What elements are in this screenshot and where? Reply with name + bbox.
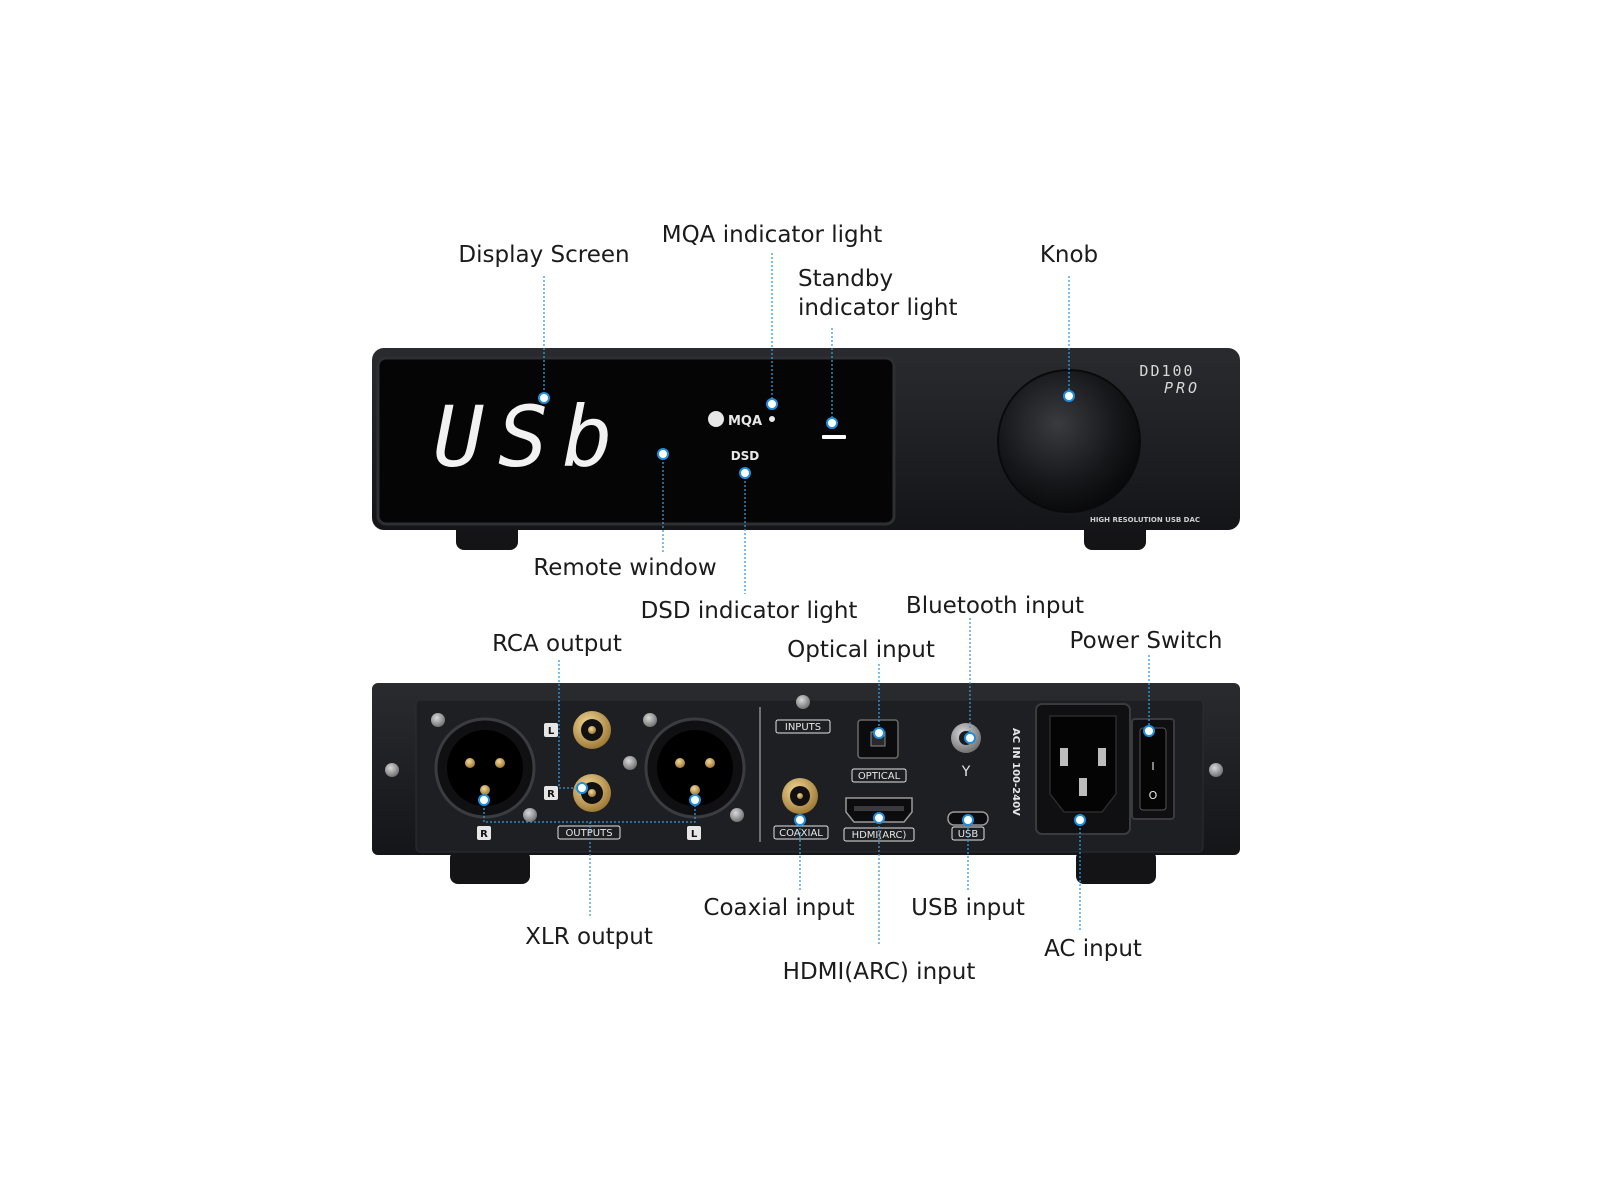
xlr-right-mark-box [477, 826, 491, 840]
callout-xlr-output: XLR output [525, 924, 653, 950]
screw-icon [643, 713, 657, 727]
screw-icon [730, 808, 744, 822]
rear-foot-right [1076, 850, 1156, 884]
dot-standby [826, 417, 838, 429]
dot-mqa [766, 398, 778, 410]
dot-knob [1063, 390, 1075, 402]
front-unit: USb MQA DSD DD100 PRO HIGH RESOLUTION US… [372, 348, 1240, 550]
model-line1: DD100 [1139, 362, 1194, 380]
callout-hdmi-input: HDMI(ARC) input [782, 959, 976, 985]
screw-icon [431, 713, 445, 727]
xlr-left-mark-box [687, 826, 701, 840]
optical-label-box [851, 768, 907, 783]
dot-display-screen [538, 392, 550, 404]
callout-ac-input: AC input [1044, 936, 1142, 962]
dsd-badge: DSD [731, 449, 760, 463]
callout-coaxial-input: Coaxial input [703, 895, 855, 921]
callout-usb-input: USB input [911, 895, 1025, 921]
switch-off-mark: O [1149, 789, 1158, 802]
xlr-right-mark: R [480, 829, 488, 840]
screw-icon [523, 808, 537, 822]
rca-right-mark: R [547, 789, 555, 800]
dot-hdmi [873, 812, 885, 824]
screw-icon [385, 763, 399, 777]
rca-connector-left [573, 711, 611, 749]
standby-indicator-led [822, 435, 846, 439]
display-text: USb [433, 388, 627, 486]
screw-icon [1209, 763, 1223, 777]
dot-dsd [739, 467, 751, 479]
dot-xlr-right [478, 794, 490, 806]
rca-right-mark-box [544, 786, 558, 800]
device-tagline: HIGH RESOLUTION USB DAC [1090, 516, 1200, 524]
callout-remote-window: Remote window [533, 555, 717, 581]
dot-ac [1074, 814, 1086, 826]
mqa-logo-icon [708, 411, 724, 427]
model-line2: PRO [1164, 379, 1200, 397]
callout-lines [483, 253, 1150, 945]
coaxial-label-box [773, 825, 829, 840]
rca-left-mark: L [548, 726, 555, 737]
dot-optical [873, 727, 885, 739]
xlr-connector-right [434, 717, 536, 819]
usb-label: USB [958, 829, 979, 840]
dot-remote-window [657, 448, 669, 460]
callout-optical-input: Optical input [787, 637, 935, 663]
xlr-left-mark: L [691, 829, 698, 840]
callout-display-screen: Display Screen [458, 242, 630, 268]
leader-rca [558, 660, 582, 789]
callout-mqa-indicator: MQA indicator light [661, 222, 883, 248]
callout-dsd-indicator: DSD indicator light [640, 598, 858, 624]
antenna-icon: Y [961, 764, 971, 780]
callout-standby-line2: indicator light [798, 295, 958, 321]
ac-rating: AC IN 100-240V [1010, 728, 1021, 816]
coaxial-label: COAXIAL [779, 828, 823, 839]
dot-bluetooth [964, 732, 976, 744]
xlr-connector-left [644, 717, 746, 819]
inputs-label-box [775, 719, 831, 734]
callout-bluetooth-input: Bluetooth input [905, 593, 1085, 619]
rca-left-mark-box [544, 723, 558, 737]
rear-unit: L R R L OUTPUTS INPUTS OPTICAL Y COAXIAL… [372, 683, 1240, 884]
inputs-label: INPUTS [785, 722, 821, 733]
callout-rca-output: RCA output [492, 631, 622, 657]
mqa-indicator-led [769, 416, 775, 422]
callout-dots [478, 390, 1155, 826]
dot-rca [576, 782, 588, 794]
leader-xlr [483, 800, 696, 918]
screw-icon [796, 695, 810, 709]
callout-standby-line1: Standby [798, 266, 894, 292]
outputs-label: OUTPUTS [565, 828, 612, 839]
dot-usb [962, 814, 974, 826]
screw-icon [623, 756, 637, 770]
optical-label: OPTICAL [858, 771, 901, 782]
callout-power-switch: Power Switch [1069, 628, 1223, 654]
dot-coaxial [794, 814, 806, 826]
outputs-label-box [557, 825, 621, 840]
mqa-badge: MQA [728, 414, 762, 429]
rear-foot-left [450, 850, 530, 884]
display-window [376, 356, 896, 526]
callout-knob: Knob [1039, 242, 1099, 268]
dot-xlr-left [689, 794, 701, 806]
dot-power-switch [1143, 725, 1155, 737]
switch-on-mark: I [1151, 760, 1154, 773]
